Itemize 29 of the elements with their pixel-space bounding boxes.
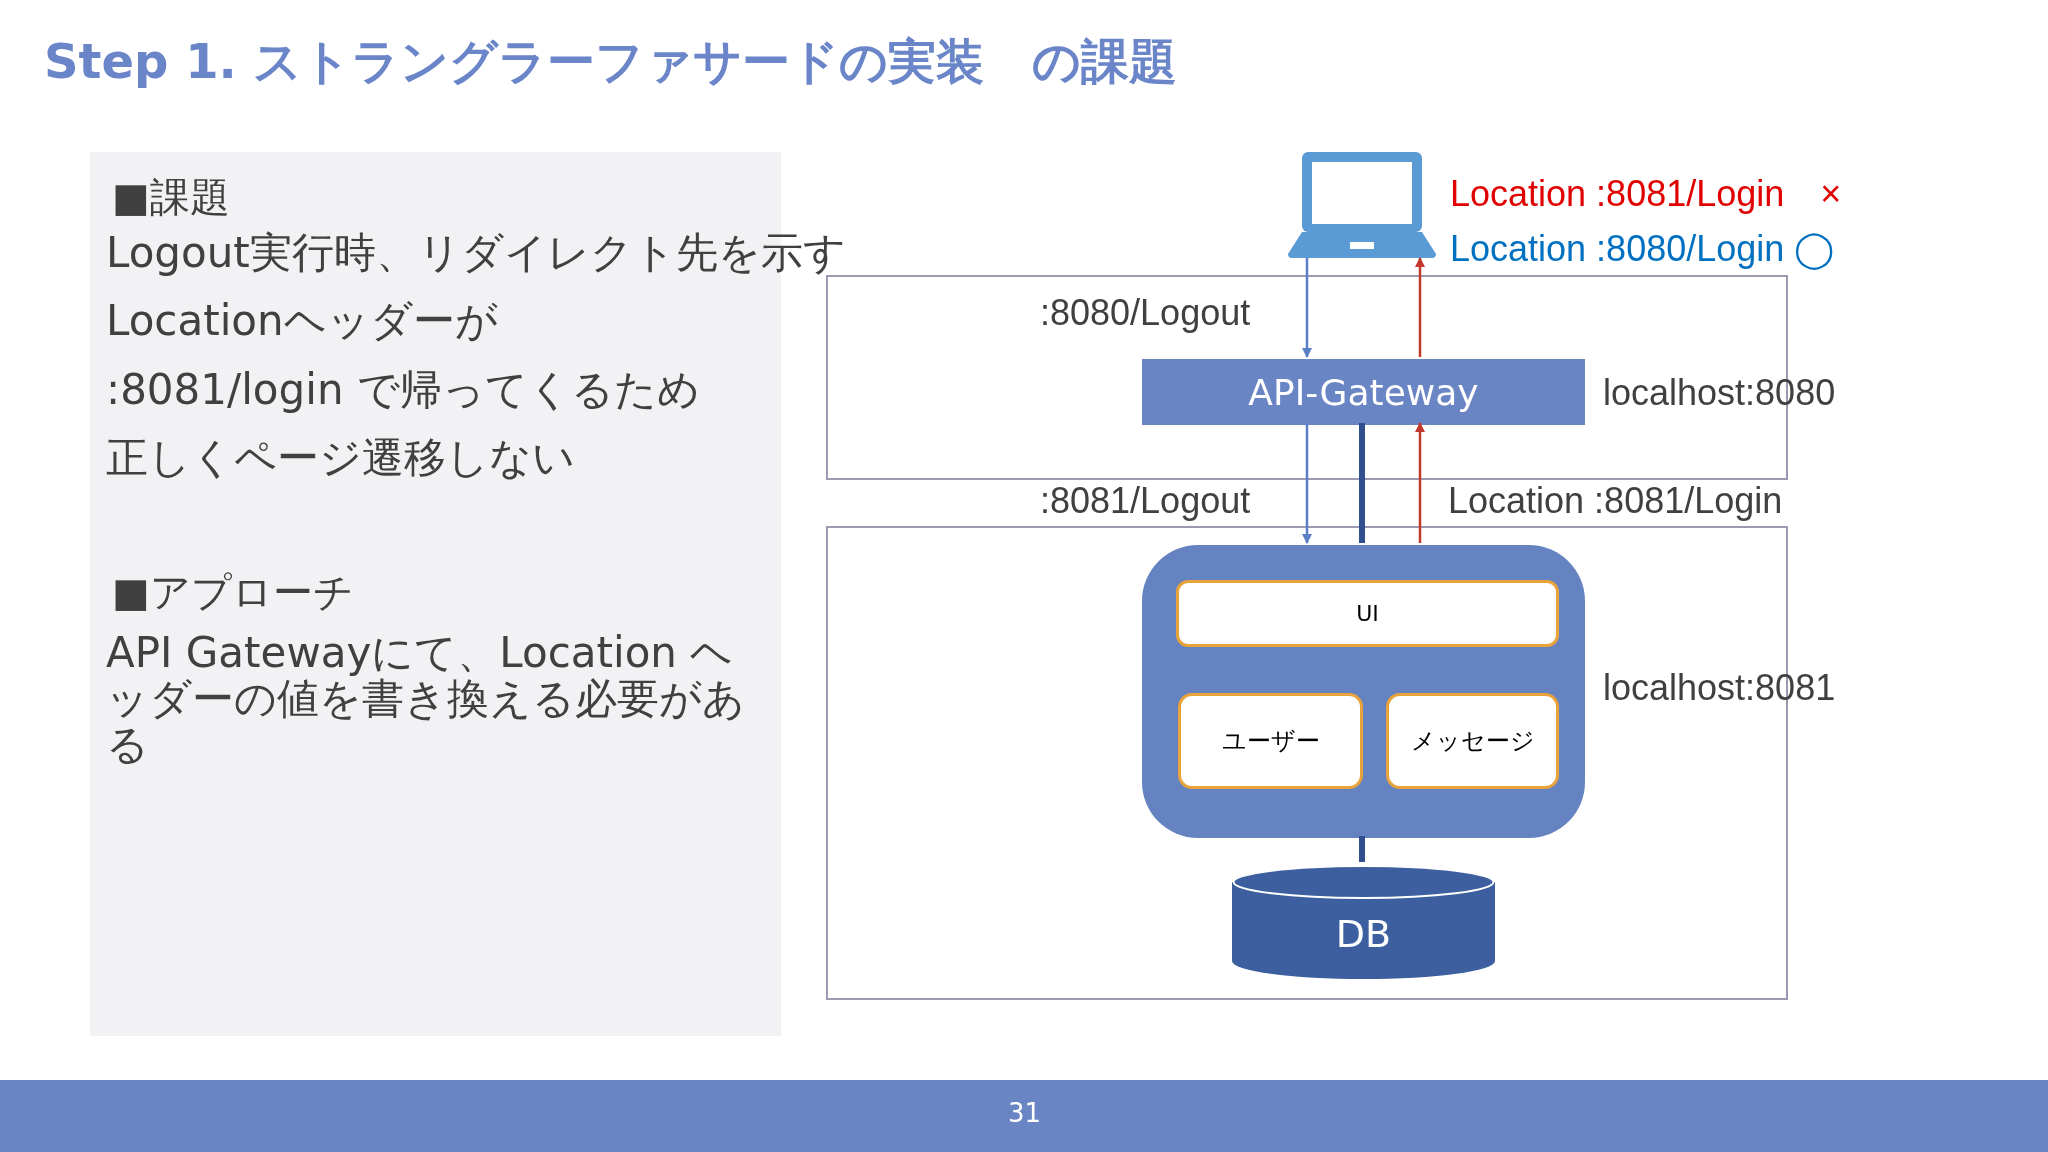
page-number: 31 <box>1008 1098 1042 1128</box>
app-container <box>1142 545 1585 838</box>
edge-label: Location :8081/Login <box>1448 480 1783 522</box>
module-box: メッセージ <box>1386 693 1559 789</box>
body-text: Logout実行時、リダイレクト先を示す <box>106 227 846 279</box>
host-label: localhost:8081 <box>1603 667 1836 709</box>
arrow <box>1415 422 1425 543</box>
edge-label: :8081/Logout <box>1040 480 1251 522</box>
slide-title: Step 1. ストラングラーファサードの実装 の課題 <box>44 32 1178 91</box>
status-text: Location :8080/Login ◯ <box>1450 228 1835 270</box>
host-label: localhost:8080 <box>1603 372 1836 414</box>
section-heading: ■アプローチ <box>112 568 354 617</box>
module-box: ユーザー <box>1178 693 1363 789</box>
db-label: DB <box>1335 911 1392 956</box>
arrow <box>1302 423 1312 544</box>
body-text: 正しくページ遷移しない <box>106 432 575 484</box>
edge-label: :8080/Logout <box>1040 292 1251 334</box>
database-cylinder <box>1232 864 1495 979</box>
connector-line <box>1359 836 1365 862</box>
arrow <box>1302 258 1312 358</box>
arrow <box>1415 257 1425 357</box>
gateway-box: API-Gateway <box>1142 359 1585 425</box>
body-text: :8081/login で帰ってくるため <box>106 364 700 416</box>
section-heading: ■課題 <box>112 173 230 222</box>
body-text: Locationヘッダーが <box>106 295 498 347</box>
body-text: API Gatewayにて、Location ヘッダーの値を書き換える必要がある <box>106 630 746 768</box>
module-box: UI <box>1176 580 1559 647</box>
status-text: Location :8081/Login × <box>1450 172 1842 216</box>
connector-line <box>1359 423 1365 543</box>
